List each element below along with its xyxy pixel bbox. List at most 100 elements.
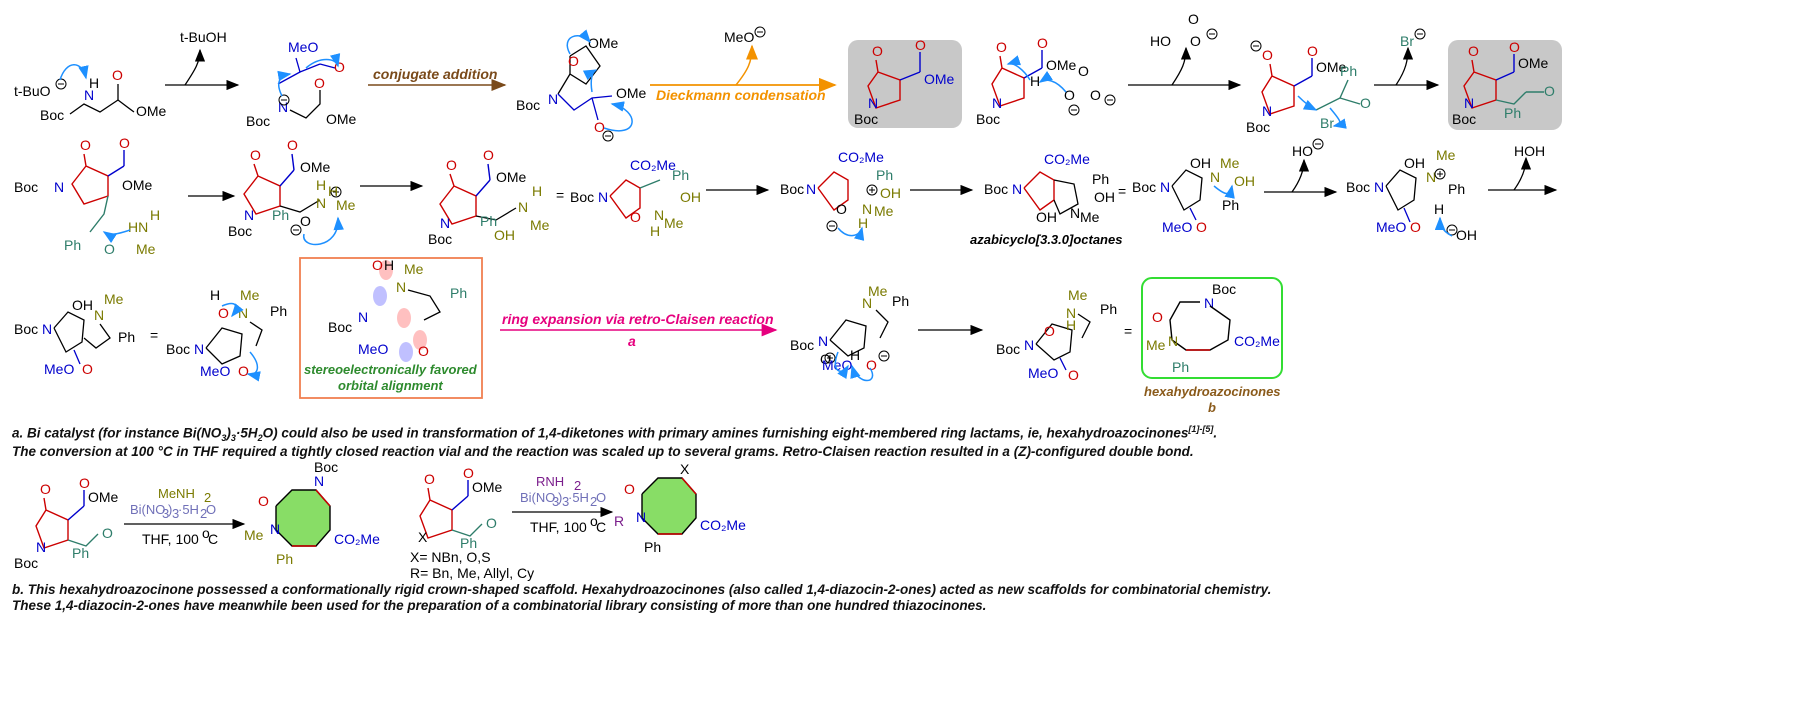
- svg-text:MeO: MeO: [44, 361, 74, 377]
- svg-text:OMe: OMe: [616, 85, 647, 101]
- svg-text:Me: Me: [244, 527, 264, 543]
- ketoester-product: O O OMe N Boc: [854, 37, 955, 127]
- svg-text:O: O: [1360, 95, 1371, 111]
- svg-text:N: N: [54, 179, 64, 195]
- svg-text:Boc: Boc: [854, 111, 878, 127]
- svg-text:=: =: [1124, 323, 1132, 339]
- note-a-line1: a. Bi catalyst (for instance Bi(NO3)3·5H…: [12, 424, 1218, 444]
- svg-text:O: O: [483, 147, 494, 163]
- svg-text:MeO: MeO: [1162, 219, 1192, 235]
- svg-text:3: 3: [552, 494, 559, 509]
- svg-text:O: O: [1544, 83, 1555, 99]
- svg-text:O: O: [1307, 43, 1318, 59]
- svg-text:OMe: OMe: [1518, 55, 1549, 71]
- svg-text:N: N: [36, 539, 46, 555]
- svg-text:Boc: Boc: [428, 231, 452, 247]
- svg-text:Me: Me: [240, 287, 260, 303]
- svg-text:OMe: OMe: [326, 111, 357, 127]
- dieckmann-label: Dieckmann condensation: [656, 87, 826, 103]
- svg-text:Boc: Boc: [996, 341, 1020, 357]
- svg-text:CO₂Me: CO₂Me: [1234, 333, 1280, 349]
- svg-text:N: N: [1012, 181, 1022, 197]
- svg-text:O: O: [238, 363, 249, 379]
- tbuoh-byproduct: t-BuOH: [180, 29, 227, 45]
- svg-text:OH: OH: [494, 227, 515, 243]
- svg-text:O: O: [258, 493, 269, 509]
- svg-text:Ph: Ph: [276, 551, 293, 567]
- svg-text:Ph: Ph: [892, 293, 909, 309]
- ring-expansion-note: a: [628, 333, 636, 349]
- svg-text:CO₂Me: CO₂Me: [1044, 151, 1090, 167]
- svg-text:O: O: [1468, 43, 1479, 59]
- svg-text:=: =: [1118, 183, 1126, 199]
- svg-text:OH: OH: [1190, 155, 1211, 171]
- svg-text:OH: OH: [1404, 155, 1425, 171]
- svg-text:N: N: [238, 305, 248, 321]
- r2-cat: Bi(NO: [520, 490, 555, 505]
- diketone-amine: O O OMe N Boc Ph O HN H Me: [14, 135, 160, 257]
- svg-text:Me: Me: [1146, 337, 1166, 353]
- svg-text:Me: Me: [1068, 287, 1088, 303]
- svg-text:N: N: [358, 309, 368, 325]
- svg-text:O: O: [568, 53, 579, 69]
- hexahydro-note: b: [1208, 400, 1216, 415]
- azabicyclo-3d: Boc N OH N Me OH Ph MeO O: [1132, 155, 1255, 235]
- svg-text:OMe: OMe: [496, 169, 527, 185]
- svg-text:H: H: [384, 257, 394, 273]
- svg-text:3: 3: [172, 506, 179, 521]
- svg-text:H: H: [89, 75, 99, 91]
- svg-text:CO₂Me: CO₂Me: [700, 517, 746, 533]
- hoh-byproduct: HOH: [1514, 143, 1545, 159]
- svg-text:O: O: [996, 39, 1007, 55]
- enolate-intermediate: OMe O N Boc OMe O: [516, 29, 647, 142]
- stereo-label-2: orbital alignment: [338, 378, 443, 393]
- svg-text:Me: Me: [404, 261, 424, 277]
- svg-text:2: 2: [204, 490, 211, 505]
- svg-text:O: O: [218, 305, 229, 321]
- svg-text:CO₂Me: CO₂Me: [630, 157, 676, 173]
- svg-text:Ph: Ph: [480, 213, 497, 229]
- svg-text:O: O: [624, 481, 635, 497]
- svg-text:OH: OH: [680, 189, 701, 205]
- svg-text:OMe: OMe: [136, 103, 167, 119]
- azabicyclo-label: azabicyclo[3.3.0]octanes: [970, 232, 1122, 247]
- svg-text:O: O: [119, 135, 130, 151]
- svg-text:Me: Me: [868, 283, 888, 299]
- svg-text:X: X: [418, 529, 428, 545]
- svg-text:Ph: Ph: [270, 303, 287, 319]
- hemiaminal: O O OMe N Boc Ph OH N H Me: [428, 147, 550, 247]
- green-box-azocinone: [1141, 277, 1283, 379]
- svg-text:N: N: [862, 295, 872, 311]
- ho-byproduct: HO: [1292, 143, 1313, 159]
- svg-text:H: H: [850, 347, 860, 363]
- note-b-line2: These 1,4-diazocin-2-ones have meanwhile…: [12, 598, 987, 613]
- svg-text:OH: OH: [1094, 189, 1115, 205]
- svg-text:H: H: [1434, 201, 1444, 217]
- starting-material: t-BuO N H Boc O OMe: [14, 64, 167, 123]
- svg-text:H: H: [532, 183, 542, 199]
- hexahydroazocinone: Boc N O Me N Ph CO₂Me: [1146, 281, 1280, 375]
- svg-text:H: H: [1066, 317, 1076, 333]
- ketoester-carbonate: O O OMe H N Boc O O O: [976, 35, 1116, 127]
- stereo-label-1: stereoelectronically favored: [304, 362, 478, 377]
- svg-text:Ph: Ph: [1172, 359, 1189, 375]
- svg-text:OH: OH: [1456, 227, 1477, 243]
- svg-text:OMe: OMe: [300, 159, 331, 175]
- svg-text:MeO: MeO: [358, 341, 388, 357]
- svg-text:N: N: [992, 95, 1002, 111]
- svg-text:Ph: Ph: [1100, 301, 1117, 317]
- svg-text:Boc: Boc: [1346, 179, 1370, 195]
- svg-text:o: o: [590, 513, 598, 529]
- svg-text:N: N: [94, 307, 104, 323]
- svg-text:Boc: Boc: [516, 97, 540, 113]
- svg-text:Boc: Boc: [570, 189, 594, 205]
- svg-text:O: O: [463, 465, 474, 481]
- svg-text:N: N: [396, 279, 406, 295]
- svg-text:CO₂Me: CO₂Me: [838, 149, 884, 165]
- svg-text:Boc: Boc: [1212, 281, 1236, 297]
- svg-text:C: C: [596, 519, 606, 535]
- svg-text:O: O: [446, 157, 457, 173]
- svg-text:·5H: ·5H: [568, 490, 589, 505]
- svg-text:O: O: [112, 67, 123, 83]
- svg-text:N: N: [84, 87, 94, 103]
